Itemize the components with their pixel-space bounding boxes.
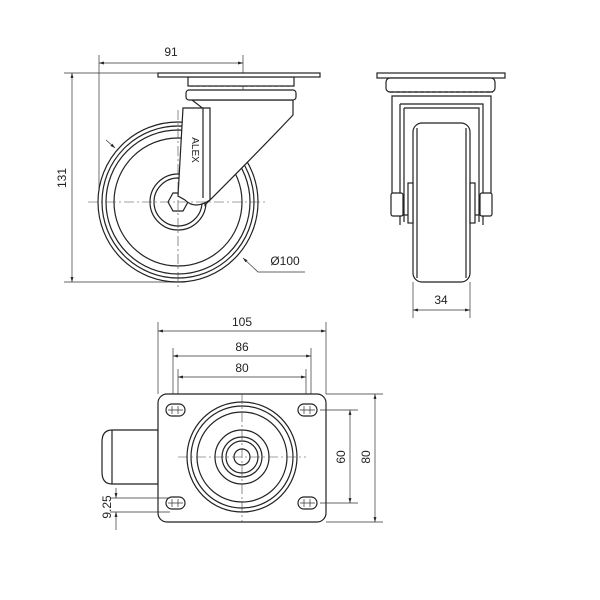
axle-nut-right [479,192,493,217]
dim-60-label: 60 [334,450,348,464]
wheel-front [412,122,471,283]
front-view: 34 [376,72,506,318]
dim-80-vertical-label: 80 [359,450,373,464]
top-view: 105 86 80 60 80 [100,315,383,530]
dim-80-horizontal-label: 80 [235,361,249,375]
wheel-stub-top [101,429,159,485]
side-view: 91 131 ALEX Ø100 [55,45,321,290]
axle-nut-left [390,192,404,217]
dim-9-25-label: 9.25 [100,495,114,519]
mounting-holes [165,403,318,510]
brand-mark: ALEX [189,137,200,163]
dim-105-label: 105 [232,315,252,329]
dim-131-label: 131 [55,168,69,188]
dim-34-label: 34 [434,293,448,307]
dim-diameter-label: Ø100 [270,254,300,268]
dim-91-label: 91 [164,45,178,59]
dim-86-label: 86 [235,340,249,354]
top-plate-side [157,72,321,78]
